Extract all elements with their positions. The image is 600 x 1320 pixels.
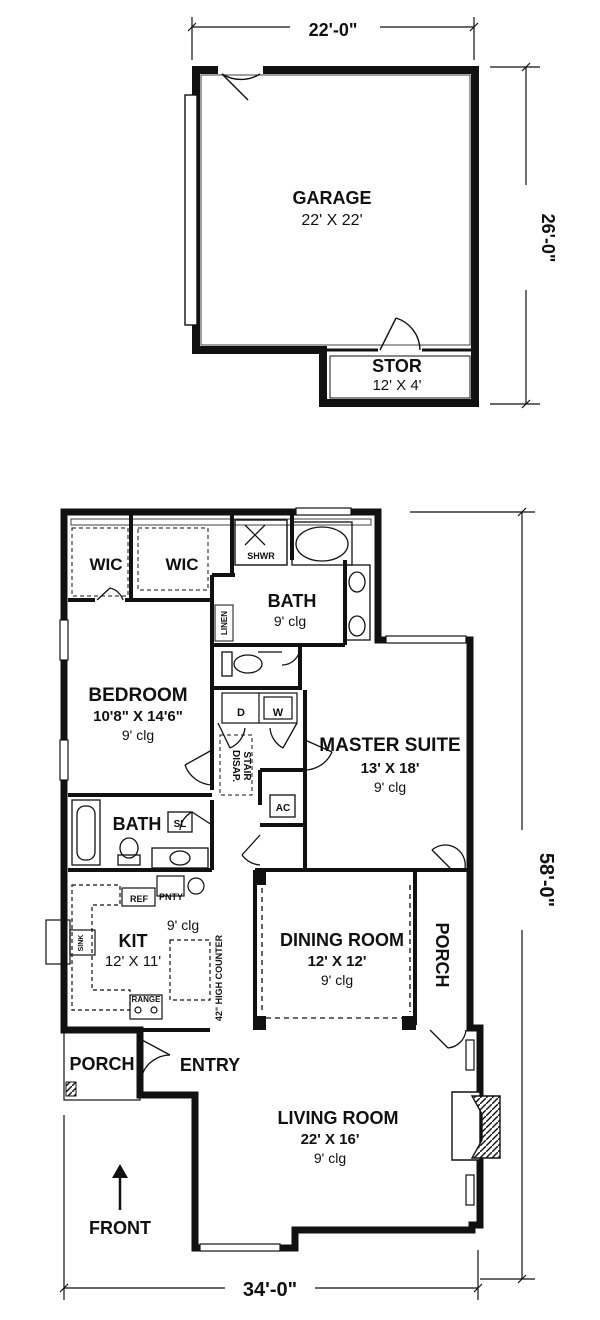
shower-label: SHWR [247,551,275,561]
disap-stair-line2: STAIR [241,751,252,781]
shower-stall: SHWR [234,519,288,566]
fireplace [451,1091,501,1161]
house-width-dimension [59,1115,483,1300]
front-porch-label: PORCH [69,1054,134,1074]
master-suite-size: 13' X 18' [361,760,420,777]
range-label: RANGE [132,995,162,1004]
wic-right-label: WIC [165,555,198,574]
kitchen-clg: 9' clg [167,917,199,933]
counter-note: 42" HIGH COUNTER [214,934,224,1021]
garage-depth-label: 26'-0" [538,214,558,263]
bath2-label: BATH [113,814,162,834]
garage-door [184,94,198,326]
living-clg: 9' clg [314,1150,346,1166]
interior-walls [64,515,470,1032]
kitchen-size: 12' X 11' [105,953,161,970]
bedroom-label: BEDROOM [88,685,187,706]
garage-size: 22' X 22' [301,212,362,229]
sink-label: SINK [78,935,85,952]
sl-label: SL [174,819,187,830]
pantry-label: PNTY [159,892,183,902]
master-suite-clg: 9' clg [374,779,406,795]
wic-left-label: WIC [89,555,122,574]
kitchen-label: KIT [119,931,148,951]
master-suite-label: MASTER SUITE [319,735,460,756]
garage-width-label: 22'-0" [309,20,358,40]
house-depth-label: 58'-0" [535,853,557,907]
kitchen-counters [45,875,211,1020]
garage-label: GARAGE [292,188,371,208]
house-depth-dimension [410,507,535,1284]
dining-clg: 9' clg [321,972,353,988]
garage-depth-dimension [490,62,540,409]
master-bath-label: BATH [268,591,317,611]
ac-label: AC [276,803,290,814]
garage-walls [192,66,479,407]
laundry [221,692,298,724]
exterior-walls [60,508,484,1252]
garage-plan: 22'-0" 26'-0" GARAGE [184,17,558,409]
bedroom-size: 10'8" X 14'6" [93,708,183,725]
bedroom-clg: 9' clg [122,727,154,743]
living-label: LIVING ROOM [278,1108,399,1128]
dryer-label: D [237,707,245,719]
living-size: 22' X 16' [301,1131,360,1148]
interior-doors [96,587,467,1076]
dining-label: DINING ROOM [280,930,404,950]
master-vanity [345,564,371,641]
entry-label: ENTRY [180,1055,240,1075]
house-width-label: 34'-0" [243,1279,297,1301]
linen-label: LINEN [220,611,229,635]
front-arrow-icon [112,1164,128,1210]
master-toilet [221,651,263,677]
garage-entry-door [218,66,263,101]
ref-label: REF [130,894,149,904]
storage-door [378,317,422,354]
windows [59,507,475,1252]
front-label: FRONT [89,1218,151,1238]
master-bath-clg: 9' clg [274,613,306,629]
disap-stair-line1: DISAP. [230,750,241,782]
bathtub [291,521,353,566]
washer-label: W [273,707,284,719]
storage-size: 12' X 4' [372,377,421,394]
storage-label: STOR [372,356,422,376]
dining-size: 12' X 12' [308,953,367,970]
bath2-fixtures [71,799,209,869]
side-porch-label: PORCH [432,922,452,987]
garage-width-dimension [187,17,479,60]
house-plan: 58'-0" 34'-0" [45,507,557,1301]
